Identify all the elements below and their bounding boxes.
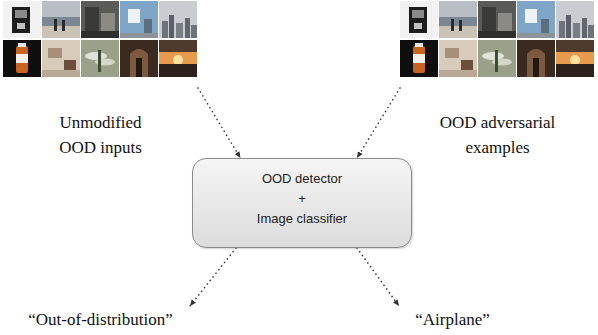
output-text: “Out-of-distribution” xyxy=(3,308,198,332)
dotted-arrow xyxy=(190,248,236,306)
adversarial-grid xyxy=(400,1,594,77)
output-label: “Out-of-distribution” xyxy=(3,308,198,332)
dotted-arrow xyxy=(357,88,400,158)
input-set: Unmodified OOD inputs xyxy=(3,0,198,160)
box-text: + xyxy=(201,189,403,209)
output-text: “Airplane” xyxy=(395,308,510,332)
caption-text: OOD adversarial examples xyxy=(418,110,578,160)
ood-input-grid xyxy=(3,1,197,77)
caption-text: Unmodified OOD inputs xyxy=(43,110,158,160)
dotted-arrow xyxy=(357,248,399,306)
input-set: OOD adversarial examples xyxy=(400,0,595,160)
box-text: OOD detector xyxy=(201,169,403,189)
box-text: Image classifier xyxy=(201,209,403,229)
dotted-arrow xyxy=(198,88,240,158)
process-box: OOD detector+Image classifier xyxy=(192,158,412,248)
output-label: “Airplane” xyxy=(395,308,510,332)
